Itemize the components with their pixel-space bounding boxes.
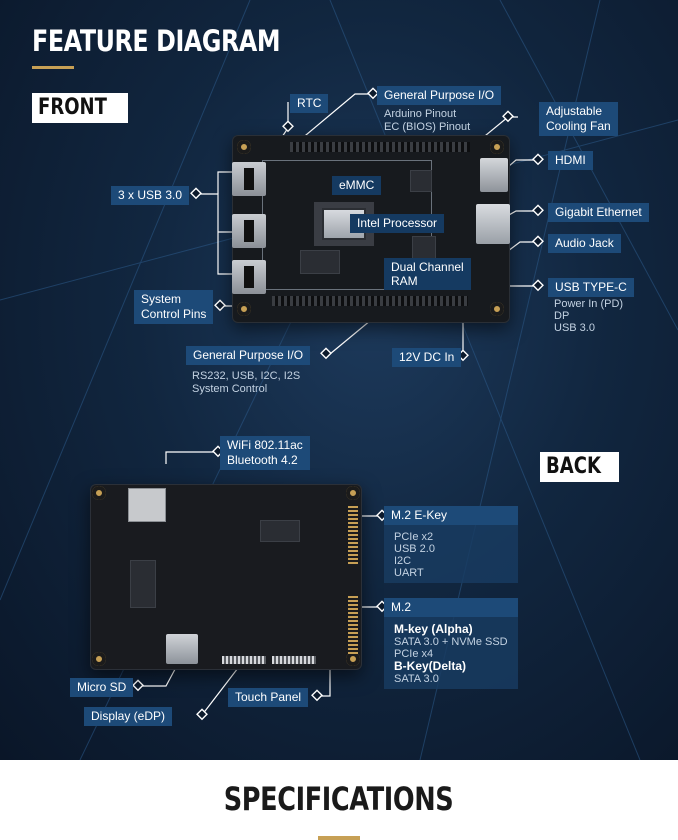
intel-processor-label: Intel Processor [350,214,445,233]
wifi-bluetooth-label: WiFi 802.11ac Bluetooth 4.2 [220,436,310,470]
chip [260,520,300,542]
m2e-sub-1: PCIe x2 [394,531,434,543]
mount-hole [237,140,251,154]
back-badge-text: BACK [546,454,601,479]
chip [300,250,340,274]
chip [410,170,432,192]
touch-panel-label: Touch Panel [228,688,309,707]
usbc-sub-1: Power In (PD) [554,298,624,310]
rtc-label: RTC [290,94,329,113]
wifi-module [128,488,166,522]
micro-sd-label: Micro SD [70,678,134,697]
specifications-heading: SPECIFICATIONS [0,780,678,818]
wifi-line-2: Bluetooth 4.2 [227,453,298,467]
mount-hole [490,140,504,154]
fan-label-line-2: Cooling Fan [546,119,611,133]
m2-bkey-sub-1: SATA 3.0 [394,673,439,685]
specifications-accent-bar [318,836,360,840]
m2-bkey-title: B-Key(Delta) [394,659,467,673]
gpio-bottom-header [272,296,468,306]
system-pins-line-1: System [141,292,182,306]
mount-hole [346,486,360,500]
micro-sd-slot [166,634,198,664]
heading-underline [32,66,74,69]
display-edp-label: Display (eDP) [84,707,173,726]
mount-hole [237,302,251,316]
hdmi-port [480,158,508,192]
fan-label: Adjustable Cooling Fan [539,102,618,136]
gpio-top-header [290,142,470,152]
gpio-top-sub-1: Arduino Pinout [384,108,457,120]
gpio-bottom-label: General Purpose I/O [186,346,311,365]
feature-diagram-heading: FEATURE DIAGRAM [32,24,281,58]
chip [130,560,156,608]
front-badge-text: FRONT [38,95,107,120]
m2-mkey-sub-1: SATA 3.0 + NVMe SSD [394,636,508,648]
specifications-section: SPECIFICATIONS [0,760,678,840]
m2-slot [348,596,358,654]
mount-hole [346,652,360,666]
m2-e-key-label: M.2 E-Key [384,506,518,525]
system-pins-line-2: Control Pins [141,307,207,321]
ram-label-line-2: RAM [391,274,418,288]
usbc-sub-3: USB 3.0 [554,322,595,334]
m2-specs: M-key (Alpha) SATA 3.0 + NVMe SSD PCIe x… [384,617,518,689]
usb-port [232,214,266,248]
feature-diagram-section: FEATURE DIAGRAM FRONT BACK RTC General P… [0,0,678,760]
ethernet-port [476,204,510,244]
gpio-top-sub-2: EC (BIOS) Pinout [384,121,471,133]
m2e-sub-2: USB 2.0 [394,543,435,555]
usb3-label: 3 x USB 3.0 [111,186,190,205]
mount-hole [490,302,504,316]
dc-in-label: 12V DC In [392,348,462,367]
front-badge: FRONT [32,93,129,123]
m2-mkey-sub-2: PCIe x4 [394,648,434,660]
system-control-pins-label: System Control Pins [134,290,214,324]
back-badge: BACK [540,452,619,482]
touch-panel-connector [272,656,316,664]
gigabit-ethernet-label: Gigabit Ethernet [548,203,649,222]
wifi-line-1: WiFi 802.11ac [227,438,303,452]
gpio-top-label: General Purpose I/O [377,86,502,105]
m2e-sub-3: I2C [394,555,412,567]
m2-mkey-title: M-key (Alpha) [394,622,473,636]
emmc-label: eMMC [332,176,382,195]
mount-hole [92,652,106,666]
fan-label-line-1: Adjustable [546,104,603,118]
ram-label-line-1: Dual Channel [391,260,464,274]
m2-label: M.2 [384,598,518,617]
usbc-sub-2: DP [554,310,570,322]
mount-hole [92,486,106,500]
m2-e-key-slot [348,506,358,564]
m2-e-key-specs: PCIe x2 USB 2.0 I2C UART [384,525,518,583]
gpio-bottom-sub-1: RS232, USB, I2C, I2S [192,370,301,382]
audio-jack-label: Audio Jack [548,234,621,253]
edp-connector [222,656,266,664]
m2e-sub-4: UART [394,567,424,579]
hdmi-label: HDMI [548,151,593,170]
usb-port [232,260,266,294]
ram-label: Dual Channel RAM [384,258,471,290]
usb-port [232,162,266,196]
specifications-heading-text: SPECIFICATIONS [224,780,454,818]
usb-type-c-label: USB TYPE-C [548,278,634,297]
gpio-bottom-sub-2: System Control [192,383,268,395]
